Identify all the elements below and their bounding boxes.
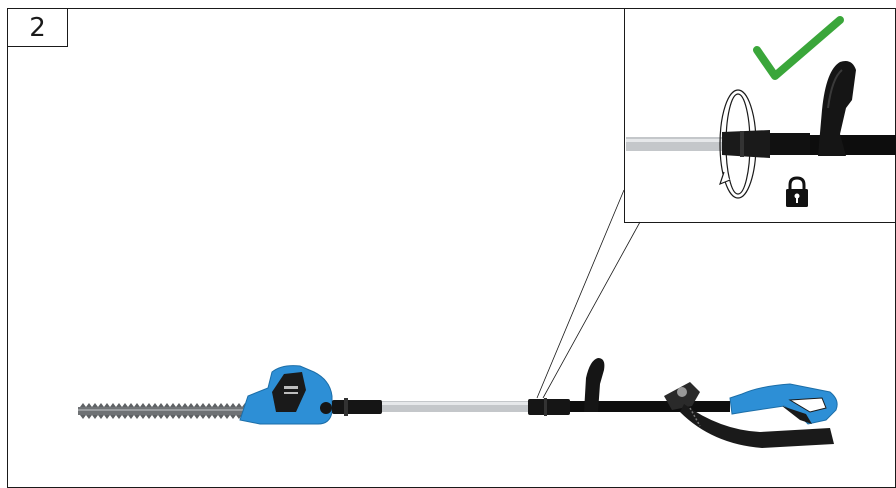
inset-detail-frame (624, 9, 896, 223)
pivot-joint (332, 400, 382, 414)
main-lock-collar (528, 399, 570, 415)
check-icon (757, 20, 840, 76)
lock-collar (722, 130, 770, 158)
inset-detail (626, 20, 896, 207)
hedge-trimmer (78, 358, 837, 448)
trimmer-blade (78, 403, 248, 419)
lock-icon (786, 178, 808, 207)
